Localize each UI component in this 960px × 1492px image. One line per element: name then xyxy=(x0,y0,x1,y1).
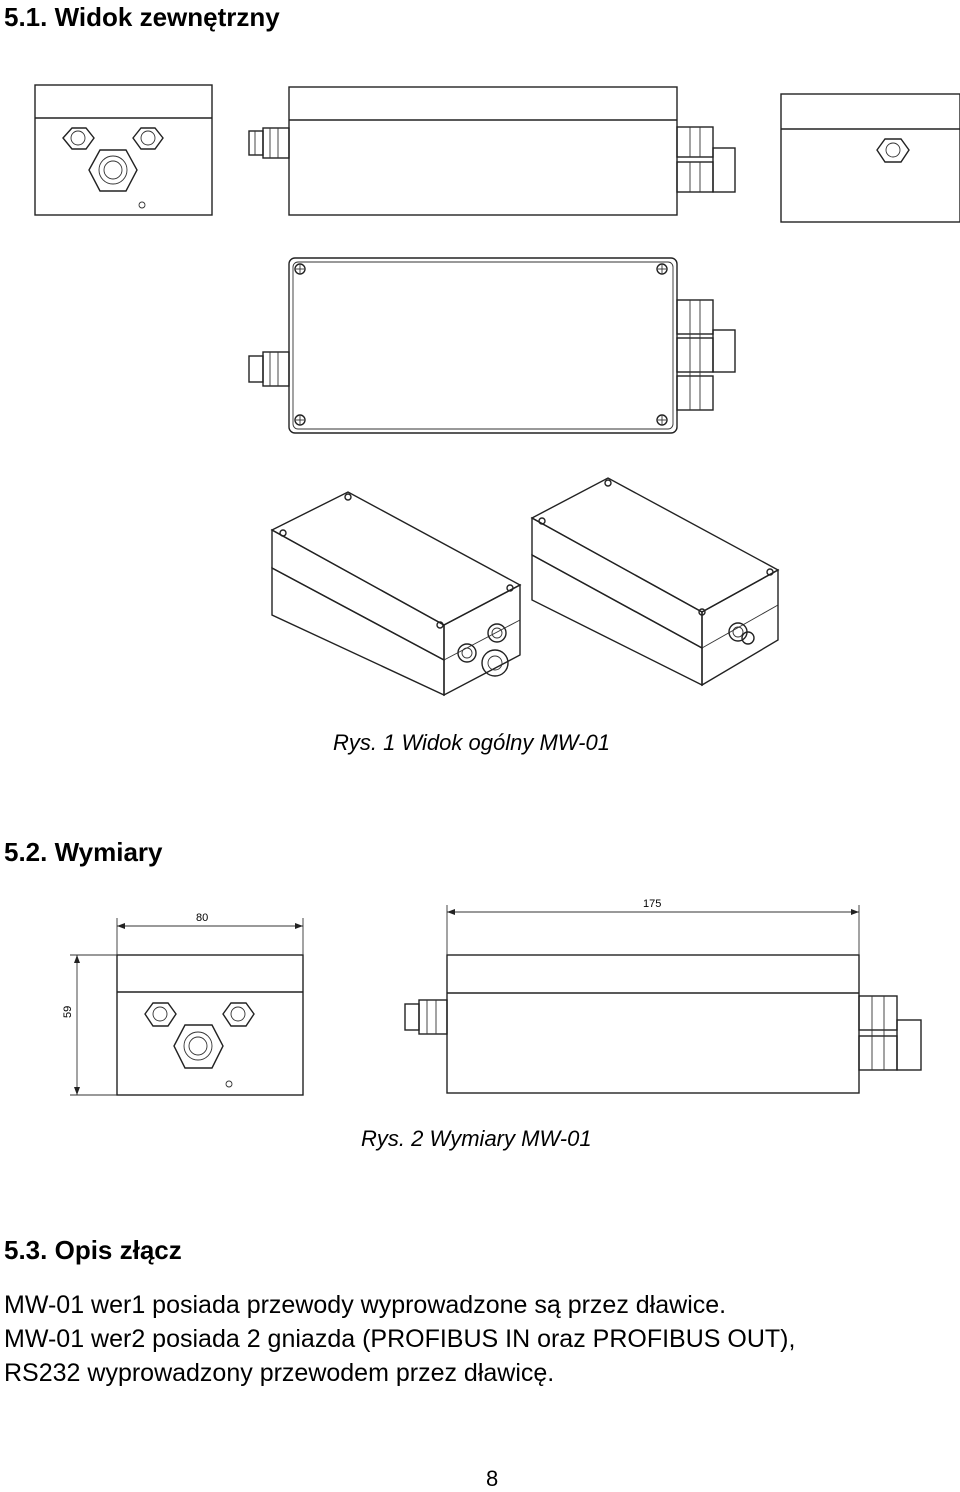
description-line-1: MW-01 wer1 posiada przewody wyprowadzone… xyxy=(4,1291,727,1319)
figure-1-caption: Rys. 1 Widok ogólny MW-01 xyxy=(333,730,610,755)
gland-left-small xyxy=(62,127,95,150)
description-line-3: RS232 wyprowadzony przewodem przez dławi… xyxy=(4,1359,555,1387)
figure-2-caption: Rys. 2 Wymiary MW-01 xyxy=(361,1126,592,1151)
screw-top-left xyxy=(294,263,306,275)
description-line-2: MW-01 wer2 posiada 2 gniazda (PROFIBUS I… xyxy=(4,1325,796,1353)
back-view-drawing xyxy=(780,93,960,223)
section-heading-5-3: 5.3. Opis złącz xyxy=(4,1235,182,1265)
isometric-box-2 xyxy=(530,477,780,687)
screw-top-right xyxy=(656,263,668,275)
connector-description: MW-01 wer1 posiada przewody wyprowadzone… xyxy=(4,1288,795,1390)
side-dimensioned-view xyxy=(404,905,922,1094)
dimension-label-175: 175 xyxy=(643,898,662,910)
section-heading-5-1: 5.1. Widok zewnętrzny xyxy=(4,2,280,32)
front-dimensioned-view xyxy=(70,918,304,1096)
top-view-drawing xyxy=(248,257,736,434)
isometric-view-drawing xyxy=(270,477,780,697)
gland-right-small xyxy=(132,127,164,150)
isometric-box-1 xyxy=(270,491,522,697)
dimension-label-59: 59 xyxy=(62,1005,74,1018)
screw-bottom-left xyxy=(294,414,306,426)
side-view-drawing xyxy=(248,86,736,216)
section-heading-5-2: 5.2. Wymiary xyxy=(4,837,163,867)
screw-bottom-right xyxy=(656,414,668,426)
dimension-label-80: 80 xyxy=(196,912,209,924)
gland-center-large xyxy=(88,149,138,192)
front-view-drawing xyxy=(34,84,213,216)
page-number: 8 xyxy=(486,1466,499,1491)
dimension-drawing xyxy=(70,905,922,1096)
